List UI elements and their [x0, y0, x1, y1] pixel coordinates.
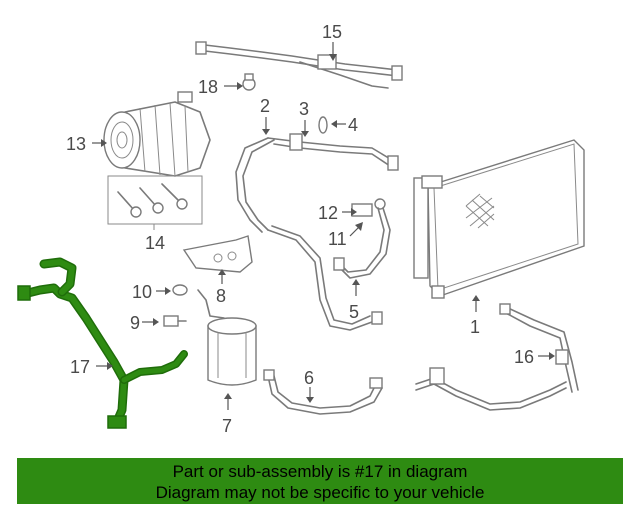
callout-6[interactable]: 6: [304, 368, 314, 388]
part-9-bolt[interactable]: [163, 315, 187, 327]
part-2-hose[interactable]: [235, 133, 399, 331]
callout-18[interactable]: 18: [198, 77, 218, 97]
part-10-cap[interactable]: [172, 284, 188, 296]
callout-12[interactable]: 12: [318, 203, 338, 223]
callout-16[interactable]: 16: [514, 347, 534, 367]
part-6-hose[interactable]: [263, 369, 383, 415]
part-5-hose[interactable]: [333, 207, 391, 279]
callout-8[interactable]: 8: [216, 286, 226, 306]
callout-15[interactable]: 15: [322, 22, 342, 42]
callout-7[interactable]: 7: [222, 416, 232, 436]
part-16-hose[interactable]: [415, 303, 579, 411]
callout-9[interactable]: 9: [130, 313, 140, 333]
part-13-compressor[interactable]: [103, 91, 211, 177]
part-12-sensor[interactable]: [351, 198, 386, 217]
callout-14[interactable]: 14: [145, 233, 165, 253]
banner-line-1: Part or sub-assembly is #17 in diagram: [172, 462, 468, 481]
info-banner: Part or sub-assembly is #17 in diagram D…: [17, 458, 623, 504]
part-15-hose[interactable]: [195, 41, 403, 89]
callout-4[interactable]: 4: [348, 115, 358, 135]
callout-10[interactable]: 10: [132, 282, 152, 302]
part-1-condenser[interactable]: [413, 139, 585, 299]
part-7-receiver-drier[interactable]: [197, 289, 257, 386]
exploded-parts-diagram: 15 18 13 14 2: [17, 22, 585, 436]
callout-13[interactable]: 13: [66, 134, 86, 154]
part-14-bolts[interactable]: [107, 175, 203, 225]
part-18-fitting[interactable]: [242, 73, 256, 91]
banner-line-2: Diagram may not be specific to your vehi…: [155, 483, 485, 502]
callout-3[interactable]: 3: [299, 99, 309, 119]
callout-5[interactable]: 5: [349, 302, 359, 322]
callout-17[interactable]: 17: [70, 357, 90, 377]
callout-1[interactable]: 1: [470, 317, 480, 337]
part-4-oring[interactable]: [318, 116, 328, 134]
callout-2[interactable]: 2: [260, 96, 270, 116]
part-17-hose-highlighted[interactable]: [17, 257, 188, 429]
callout-11[interactable]: 11: [328, 229, 347, 249]
part-8-bracket[interactable]: [182, 235, 253, 273]
